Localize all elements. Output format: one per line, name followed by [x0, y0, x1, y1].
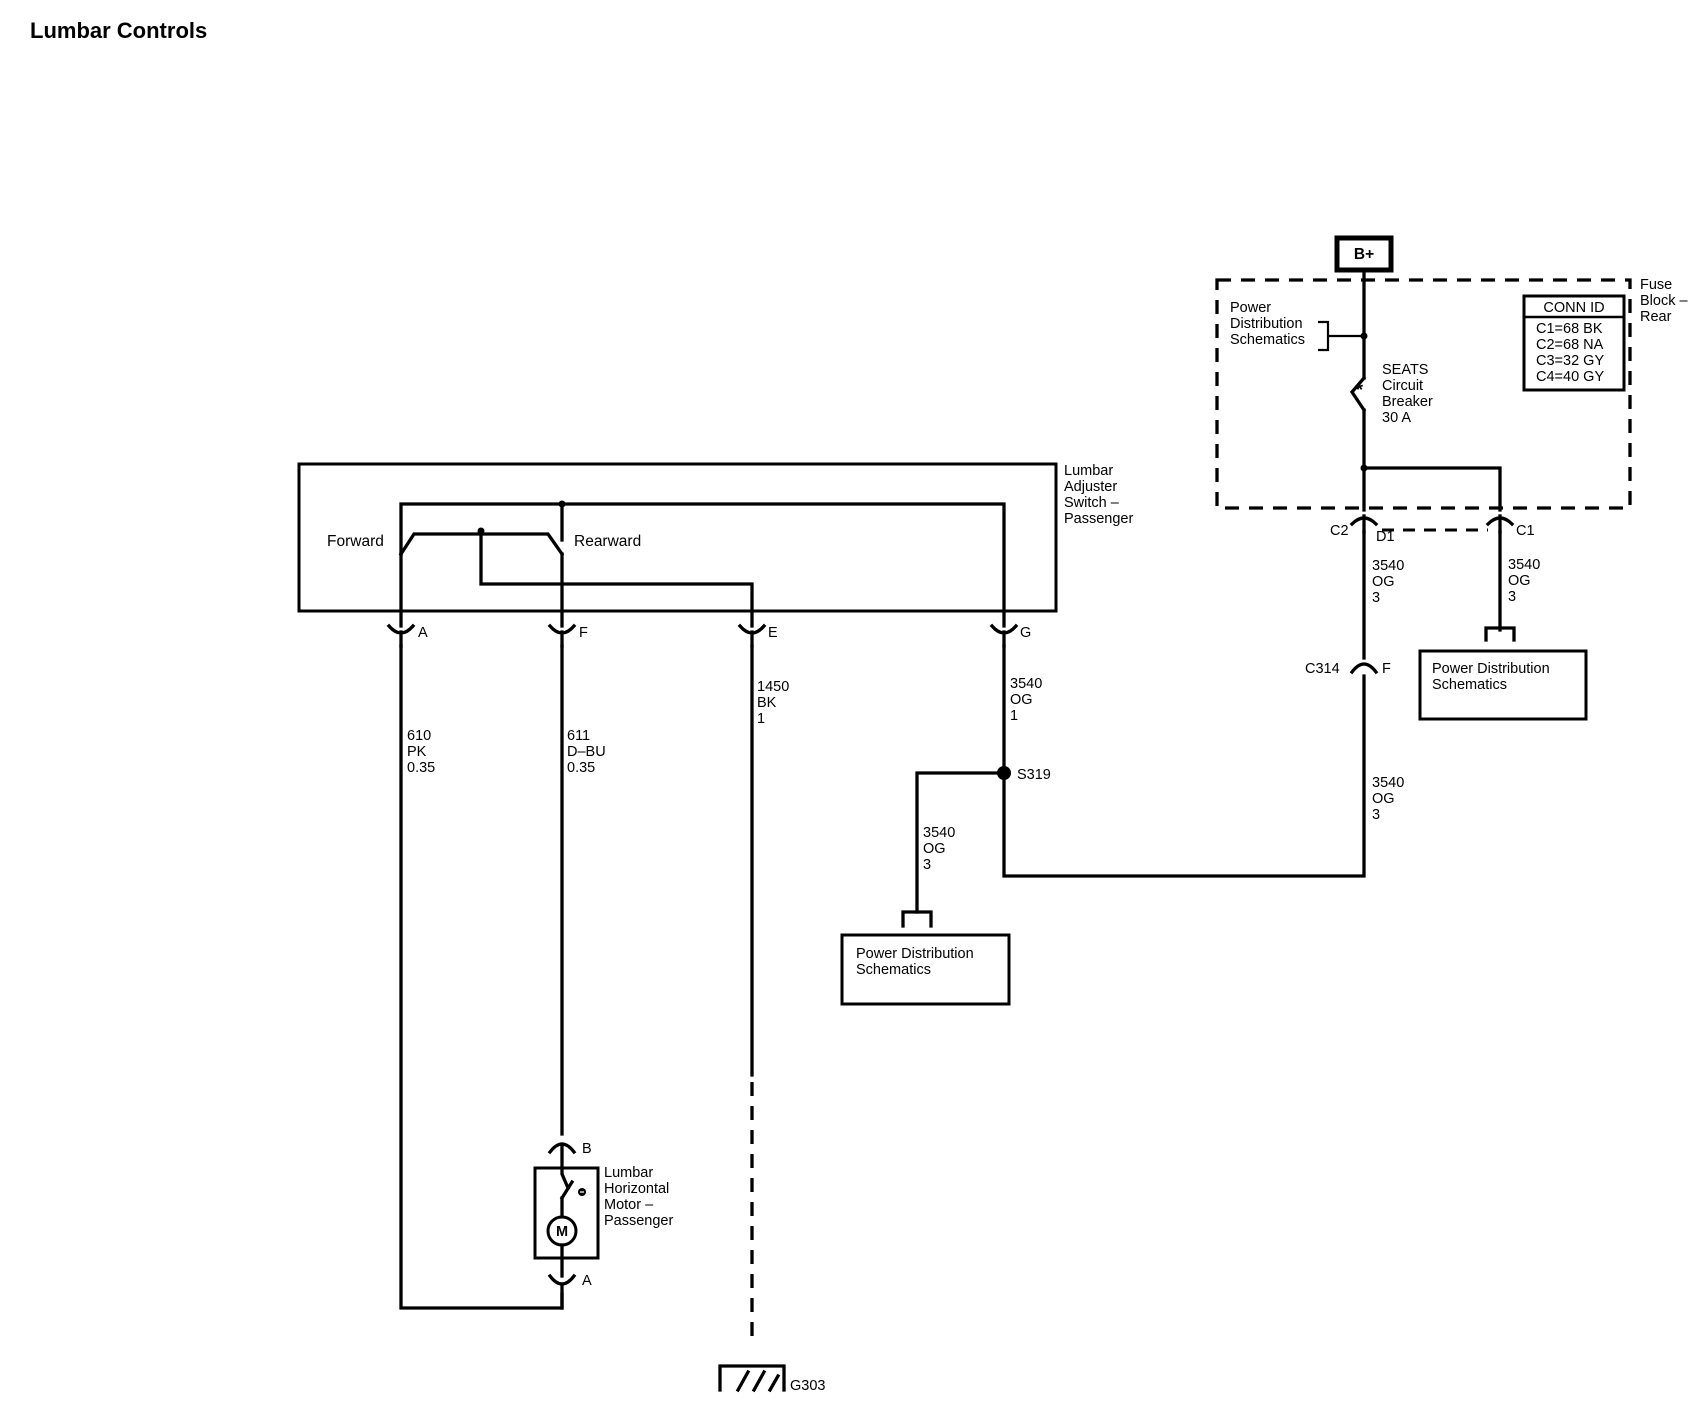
- motor-name-4: Passenger: [604, 1213, 673, 1229]
- wire-610-label-2: PK: [407, 744, 427, 760]
- motor-outline: [533, 1166, 600, 1260]
- wire-1450-label-2: BK: [757, 695, 777, 711]
- motor-name-1: Lumbar: [604, 1165, 653, 1181]
- conn-id-header: CONN ID: [1543, 300, 1604, 316]
- wire-3540-g-label-3: 1: [1010, 708, 1018, 724]
- wire-611-label-1: 611: [567, 728, 590, 744]
- wire-3540-c2-label-2: OG: [1372, 574, 1395, 590]
- wire-611-label-3: 0.35: [567, 760, 595, 776]
- wire-610-label-1: 610: [407, 728, 431, 744]
- switch-outline: [297, 462, 1058, 613]
- fuse-block-name-1: Fuse: [1640, 277, 1672, 293]
- wire-3540-s319-label-3: 3: [923, 857, 931, 873]
- switch-name-3: Switch –: [1064, 495, 1120, 511]
- wire-610-label-3: 0.35: [407, 760, 435, 776]
- switch-top-bus: [399, 502, 1006, 628]
- motor-name-3: Motor –: [604, 1197, 654, 1213]
- fuse-pds-note-1: Power: [1230, 300, 1271, 316]
- pds-left-line-2: Schematics: [856, 962, 931, 978]
- wire-3540-g-label-2: OG: [1010, 692, 1033, 708]
- pds-bracket: [1318, 320, 1364, 352]
- lumbar-adjuster-switch: Lumbar Adjuster Switch – Passenger Forwa…: [297, 462, 1133, 628]
- pds-left-stub: [901, 910, 933, 928]
- wire-3540-g-label-1: 3540: [1010, 676, 1042, 692]
- wire-3540-c1-label-2: OG: [1508, 573, 1531, 589]
- conn-id-row-c1: C1=68 BK: [1536, 321, 1603, 337]
- switch-name-4: Passenger: [1064, 511, 1133, 527]
- motor-name-2: Horizontal: [604, 1181, 669, 1197]
- switch-name-1: Lumbar: [1064, 463, 1113, 479]
- breaker-label-4: 30 A: [1382, 410, 1411, 426]
- svg-text:F: F: [579, 625, 588, 641]
- wire-3540-s319-label-1: 3540: [923, 825, 955, 841]
- breaker-star-icon: *: [1356, 380, 1363, 400]
- battery-label: B+: [1354, 246, 1374, 263]
- wire-3540-c314: [1002, 674, 1366, 878]
- connector-c314-symbol: [1349, 662, 1379, 675]
- wire-611-label-2: D–BU: [567, 744, 606, 760]
- svg-text:A: A: [418, 625, 428, 641]
- splice-s319-label: S319: [1017, 767, 1051, 783]
- connector-c1-label: C1: [1516, 523, 1535, 539]
- connector-d1-label: D1: [1376, 529, 1395, 545]
- wire-3540-c314-label-2: OG: [1372, 791, 1395, 807]
- page-title: Lumbar Controls: [30, 18, 207, 43]
- fuse-block-rear: B+ Fuse Block – Rear Power Distribution …: [1215, 235, 1688, 545]
- wire-3540-c2-label-1: 3540: [1372, 558, 1404, 574]
- fuse-block-name-2: Block –: [1640, 293, 1688, 309]
- switch-ground-path: [479, 529, 754, 628]
- pds-right-stub: [1484, 626, 1516, 642]
- pds-right-line-2: Schematics: [1432, 677, 1507, 693]
- motor-pin-a-label: A: [582, 1273, 592, 1289]
- wire-3540-c2-label-3: 3: [1372, 590, 1380, 606]
- fuse-block-outline: [1215, 278, 1632, 510]
- wire-3540-s319: [915, 771, 1006, 914]
- switch-name-2: Adjuster: [1064, 479, 1117, 495]
- pds-left-line-1: Power Distribution: [856, 946, 974, 962]
- breaker-label-1: SEATS: [1382, 362, 1428, 378]
- fuse-pds-note-2: Distribution: [1230, 316, 1303, 332]
- ground-g303-icon: [718, 1364, 786, 1393]
- fuse-pds-note-3: Schematics: [1230, 332, 1305, 348]
- motor-symbol-label: M: [556, 1224, 568, 1240]
- wire-3540-c314-label-1: 3540: [1372, 775, 1404, 791]
- lumbar-horizontal-motor: B M A Lumbar Horizontal Motor – Passenge…: [533, 1141, 673, 1310]
- switch-forward-label: Forward: [327, 533, 384, 550]
- pds-box-right: [1418, 649, 1588, 721]
- connector-c2-label: C2: [1330, 523, 1349, 539]
- breaker-label-2: Circuit: [1382, 378, 1423, 394]
- conn-id-table: CONN ID C1=68 BK C2=68 NA C3=32 GY C4=40…: [1522, 294, 1626, 392]
- pds-right-line-1: Power Distribution: [1432, 661, 1550, 677]
- conn-id-row-c2: C2=68 NA: [1536, 337, 1604, 353]
- switch-pin-e: E: [737, 623, 778, 648]
- pds-box-left: [840, 933, 1011, 1006]
- wire-3540-c314-label-3: 3: [1372, 807, 1380, 823]
- connector-c314-label: C314: [1305, 661, 1340, 677]
- svg-text:G: G: [1020, 625, 1031, 641]
- conn-id-row-c4: C4=40 GY: [1536, 369, 1604, 385]
- c1-branch-wire: [1362, 466, 1502, 512]
- switch-rearward-label: Rearward: [574, 533, 641, 550]
- wire-3540-s319-label-2: OG: [923, 841, 946, 857]
- wire-3540-c1-label-3: 3: [1508, 589, 1516, 605]
- wire-1450-label-3: 1: [757, 711, 765, 727]
- wire-1450-label-1: 1450: [757, 679, 789, 695]
- switch-pin-f: F: [547, 623, 588, 648]
- circuit-breaker-symbol: [1349, 375, 1367, 413]
- connector-c314-pin: F: [1382, 661, 1391, 677]
- conn-id-row-c3: C3=32 GY: [1536, 353, 1604, 369]
- ground-g303-label: G303: [790, 1378, 825, 1394]
- fuse-block-name-3: Rear: [1640, 309, 1672, 325]
- wire-3540-c1-label-1: 3540: [1508, 557, 1540, 573]
- svg-text:E: E: [768, 625, 778, 641]
- switch-pin-a: A: [386, 623, 428, 648]
- motor-pin-b-label: B: [582, 1141, 592, 1157]
- breaker-label-3: Breaker: [1382, 394, 1433, 410]
- switch-pin-g: G: [989, 623, 1031, 648]
